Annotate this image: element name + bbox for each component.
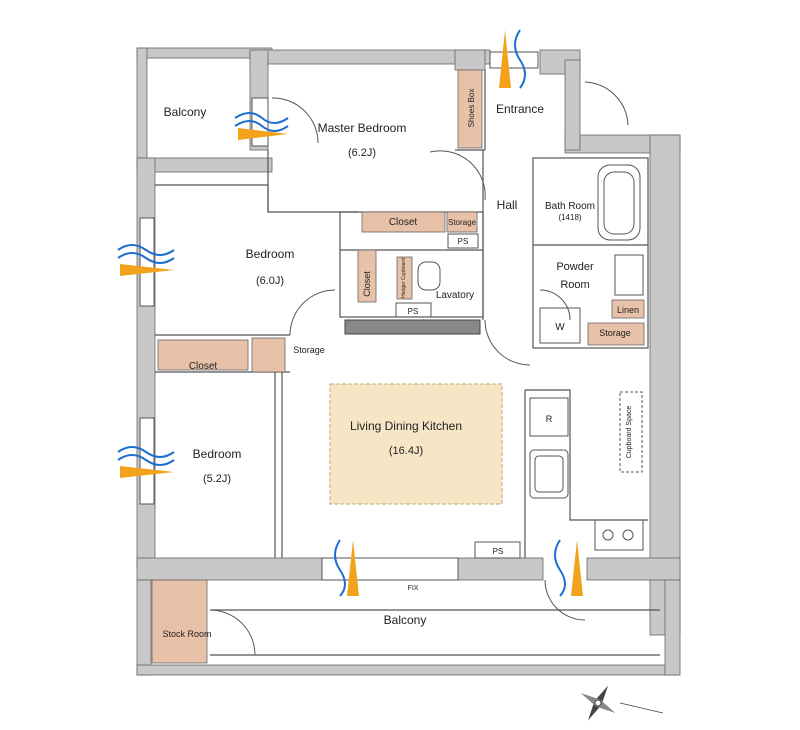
toilet-icon (417, 261, 441, 291)
washer-label: W (555, 322, 565, 333)
closet-bedroom2-label: Closet (189, 361, 218, 372)
labels: Balcony Master Bedroom (6.2J) Shoes Box … (162, 89, 639, 639)
bedroom-1-label: Bedroom (246, 247, 295, 261)
bedroom-1-size: (6.0J) (256, 275, 284, 287)
stock-room (151, 579, 208, 664)
sink-icon (529, 449, 569, 499)
shoes-box-label: Shoes Box (467, 89, 476, 128)
ps-label-3: PS (493, 547, 504, 556)
powder-room-label-2: Room (560, 279, 589, 291)
cupboard-space-label: Cupboard Space (626, 406, 633, 459)
bath-room-size: (1418) (558, 213, 581, 222)
bath-room-label: Bath Room (545, 201, 595, 212)
storage-center (251, 337, 286, 373)
ps-label-2: PS (408, 307, 419, 316)
storage-areas (151, 69, 645, 664)
ldk-area (329, 383, 503, 505)
hall-label: Hall (497, 198, 518, 212)
bathtub-icon (597, 164, 641, 241)
stock-room-label: Stock Room (162, 629, 211, 639)
bedroom-2-label: Bedroom (193, 447, 242, 461)
doors (209, 81, 629, 656)
shoes-box (457, 69, 483, 149)
master-bedroom-label: Master Bedroom (318, 121, 407, 135)
refrigerator-box (529, 397, 569, 437)
storage-center-label: Storage (293, 345, 325, 355)
closet-vertical (357, 249, 377, 303)
stove-icon (594, 519, 644, 551)
closet-bedroom2 (157, 339, 249, 371)
fix-label: FIX (408, 585, 419, 592)
powder-room-label-1: Powder (556, 261, 594, 273)
storage-master (446, 211, 478, 233)
closet-master-label: Closet (389, 217, 418, 228)
storage-powder-label: Storage (599, 328, 631, 338)
master-bedroom-size: (6.2J) (348, 147, 376, 159)
linen-label: Linen (617, 305, 639, 315)
washer-box (539, 307, 581, 344)
entrance-label: Entrance (496, 102, 544, 116)
storage-master-label: Storage (448, 218, 477, 227)
hanger-cupboard-label: Hanger Cupboard (401, 258, 407, 298)
compass-rose-icon (580, 685, 664, 721)
refrigerator-label: R (546, 414, 553, 424)
fixtures (344, 164, 644, 559)
lavatory-label: Lavatory (436, 290, 474, 301)
ldk-size: (16.4J) (389, 445, 423, 457)
ps-box-2 (395, 302, 432, 318)
ldk-label: Living Dining Kitchen (350, 419, 462, 433)
closet-vertical-label: Closet (362, 271, 372, 297)
airflow-icon (117, 29, 583, 597)
balcony-top-label: Balcony (164, 105, 207, 119)
ps-box-3 (474, 541, 521, 559)
closet-master (361, 211, 446, 233)
linen (611, 299, 645, 319)
hanger-cupboard (396, 256, 413, 300)
storage-powder (587, 322, 645, 346)
balcony-bottom-label: Balcony (384, 613, 427, 627)
ps-box-1 (447, 233, 479, 249)
ps-label-1: PS (458, 237, 469, 246)
bedroom-2-size: (5.2J) (203, 473, 231, 485)
